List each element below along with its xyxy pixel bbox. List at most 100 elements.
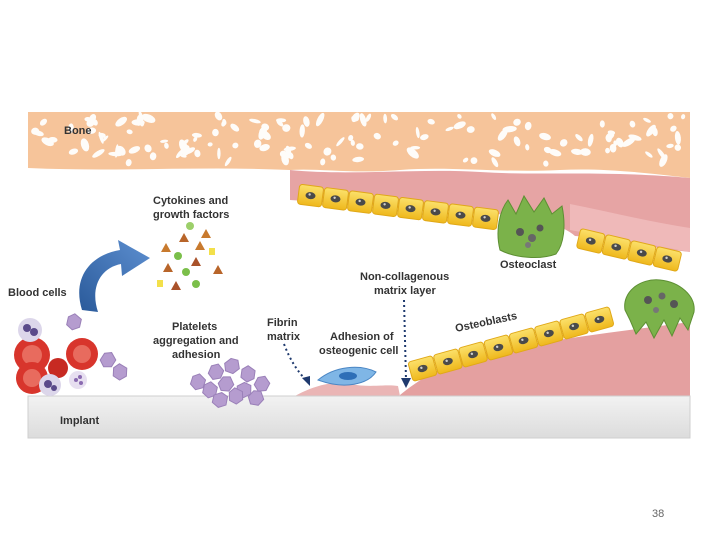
bone-pore bbox=[68, 148, 79, 155]
osteoblast-cell bbox=[534, 320, 564, 347]
osteoblast-cell bbox=[422, 200, 449, 224]
bone-pore bbox=[144, 144, 152, 153]
bone-pore bbox=[31, 127, 40, 135]
bone-pore bbox=[543, 160, 549, 167]
bone-layer bbox=[28, 110, 690, 178]
label-noncollagenous-1: Non-collagenous bbox=[360, 271, 449, 283]
bone-pore bbox=[125, 159, 132, 167]
platelet bbox=[228, 387, 244, 405]
bone-pore bbox=[282, 124, 291, 132]
osteoblast-cell bbox=[472, 206, 499, 231]
platelet bbox=[217, 376, 235, 392]
label-platelets-3: adhesion bbox=[172, 349, 221, 361]
bone-pore bbox=[98, 131, 104, 144]
bone-pore bbox=[539, 132, 551, 141]
bone-pore bbox=[548, 148, 562, 157]
bone-pore bbox=[427, 118, 435, 125]
bone-pore bbox=[299, 124, 305, 138]
bone-pore bbox=[68, 123, 74, 134]
label-fibrin-2: matrix bbox=[267, 331, 301, 343]
platelet bbox=[66, 313, 82, 331]
bone-pore bbox=[212, 128, 219, 137]
bone-pore bbox=[160, 139, 169, 143]
cytokine-particle bbox=[186, 222, 194, 230]
bone-pore bbox=[365, 113, 372, 122]
osteoblast-cell bbox=[407, 355, 438, 382]
osteoblast-cell bbox=[433, 348, 463, 375]
osteoblast-cell bbox=[458, 341, 488, 368]
bone-pore bbox=[141, 113, 156, 123]
bone-pore bbox=[470, 157, 478, 164]
cytokine-particle bbox=[161, 243, 171, 252]
bone-pore bbox=[320, 158, 326, 166]
bone-pore bbox=[92, 119, 98, 126]
osteoblast-cell bbox=[559, 313, 589, 340]
label-platelets-1: Platelets bbox=[172, 321, 217, 333]
bone-pore bbox=[420, 134, 429, 141]
bone-pore bbox=[524, 121, 532, 131]
bone-pore bbox=[445, 126, 454, 132]
bone-pore bbox=[466, 126, 475, 133]
osteoblast-cell bbox=[601, 234, 631, 260]
bone-pore bbox=[164, 142, 169, 149]
bone-pore bbox=[587, 133, 594, 147]
osteoblast-cell bbox=[584, 306, 615, 333]
bone-pore bbox=[48, 136, 58, 143]
osteoblast-cell bbox=[627, 240, 657, 266]
cytokine-particle bbox=[163, 263, 173, 272]
osteoblast-cell bbox=[652, 246, 682, 272]
cytokine-particle bbox=[171, 281, 181, 290]
bone-pore bbox=[670, 125, 677, 132]
osteoblast-row-lower bbox=[407, 306, 615, 382]
label-blood-cells: Blood cells bbox=[8, 287, 67, 299]
bone-pore bbox=[221, 120, 227, 127]
bone-pore bbox=[383, 113, 388, 124]
bone-pore bbox=[605, 147, 610, 154]
bone-pore bbox=[571, 148, 583, 155]
bone-pore bbox=[178, 139, 188, 153]
bone-pore bbox=[513, 118, 521, 126]
cytokine-particle bbox=[157, 280, 163, 287]
bone-pore bbox=[392, 140, 399, 146]
bone-pore bbox=[260, 130, 271, 140]
platelet bbox=[240, 365, 256, 383]
bone-pore bbox=[253, 139, 262, 148]
cytokine-particle bbox=[191, 257, 201, 266]
bone-pore bbox=[657, 148, 667, 161]
bone-pore bbox=[348, 134, 354, 142]
bone-pore bbox=[207, 142, 213, 147]
cytokine-particle bbox=[195, 241, 205, 250]
bone-pore bbox=[667, 113, 674, 120]
bone-pore bbox=[674, 144, 682, 151]
osteoblast-cell bbox=[322, 187, 349, 211]
label-adhesion-1: Adhesion of bbox=[330, 331, 394, 343]
bone-pore bbox=[351, 112, 360, 123]
bone-pore bbox=[491, 157, 499, 168]
cytokine-particle bbox=[182, 268, 190, 276]
bone-pore bbox=[276, 119, 284, 127]
bone-pore bbox=[628, 134, 642, 141]
label-bone: Bone bbox=[64, 125, 92, 137]
bone-pore bbox=[462, 157, 469, 163]
fibrin-pointer bbox=[283, 343, 310, 386]
osteoclast-cell bbox=[497, 194, 565, 258]
bone-pore bbox=[580, 148, 591, 156]
bone-pore bbox=[230, 123, 240, 132]
cytokine-particle bbox=[179, 233, 189, 242]
osteoblast-cell bbox=[347, 190, 374, 214]
bone-pore bbox=[138, 110, 144, 122]
bone-pore bbox=[224, 156, 232, 167]
bone-pore bbox=[232, 142, 239, 149]
bone-pore bbox=[315, 112, 325, 127]
label-implant: Implant bbox=[60, 415, 99, 427]
bone-pore bbox=[681, 114, 686, 120]
bone-pore bbox=[259, 144, 270, 152]
bone-pore bbox=[373, 132, 381, 140]
bone-pore bbox=[303, 116, 310, 127]
platelet bbox=[224, 357, 240, 375]
platelet bbox=[247, 390, 265, 406]
white-blood-cells bbox=[18, 318, 87, 396]
bone-pore bbox=[149, 152, 157, 161]
cytokine-particle bbox=[213, 265, 223, 274]
